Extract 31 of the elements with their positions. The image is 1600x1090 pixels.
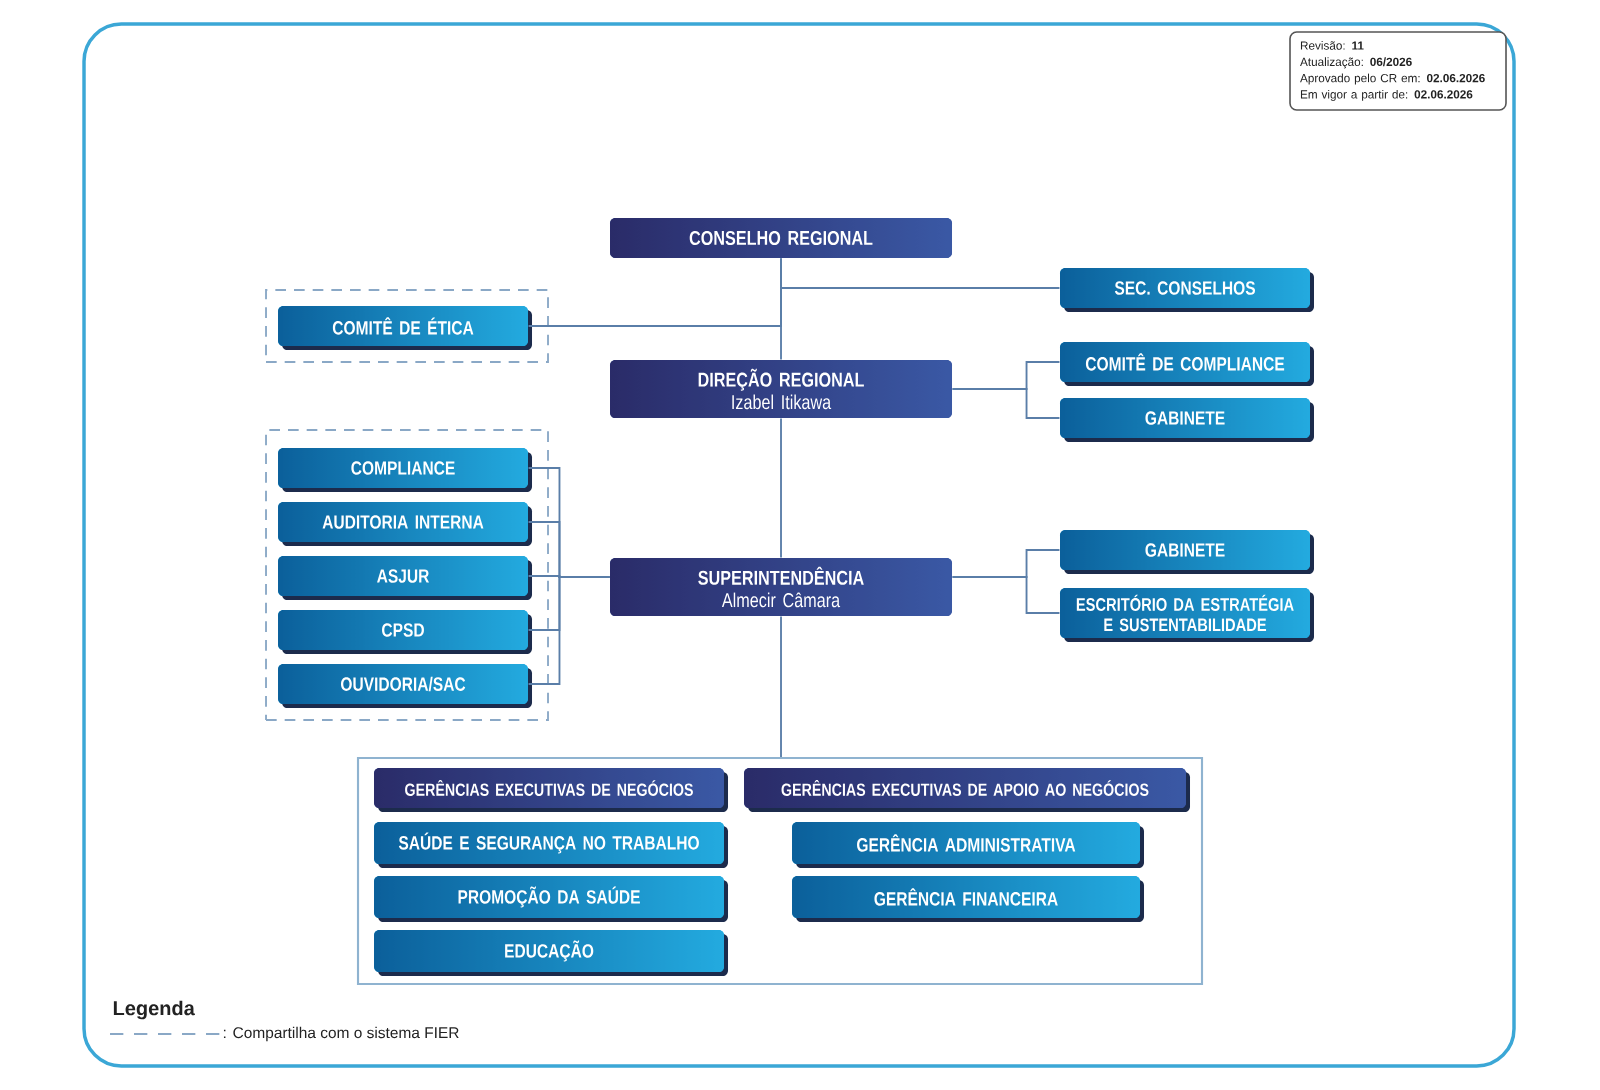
unit-box: SEC. CONSELHOS	[1060, 268, 1314, 312]
unit-box: DIREÇÃO REGIONAL Izabel Itikawa	[610, 360, 952, 418]
unit-box: ASJUR	[278, 556, 532, 600]
dashed-group-box	[265, 289, 549, 363]
unit-box: COMPLIANCE	[278, 448, 532, 492]
unit-box: SAÚDE E SEGURANÇA NO TRABALHO	[374, 822, 728, 868]
connector	[780, 615, 782, 758]
dashed-group-box	[265, 429, 549, 721]
header-box: GERÊNCIAS EXECUTIVAS DE APOIO AO NEGÓCIOS	[744, 768, 1190, 812]
connector	[951, 576, 1061, 614]
group-box	[356, 756, 1204, 986]
unit-box: COMITÊ DE COMPLIANCE	[1060, 342, 1314, 386]
connector	[527, 257, 782, 327]
connector	[780, 417, 782, 559]
unit-box: GERÊNCIA ADMINISTRATIVA	[792, 822, 1144, 868]
legend-title: Legenda	[113, 1000, 195, 1020]
unit-box: PROMOÇÃO DA SAÚDE	[374, 876, 728, 922]
unit-box: GABINETE	[1060, 530, 1314, 574]
unit-box: GABINETE	[1060, 398, 1314, 442]
unit-box: EDUCAÇÃO	[374, 930, 728, 976]
unit-box: OUVIDORIA/SAC	[278, 664, 532, 708]
connector	[951, 388, 1061, 419]
unit-box: CONSELHO REGIONAL	[610, 218, 952, 258]
unit-box: COMITÊ DE ÉTICA	[278, 306, 532, 350]
unit-box: CPSD	[278, 610, 532, 654]
unit-box: SUPERINTENDÊNCIA Almecir Câmara	[610, 558, 952, 616]
unit-box: ESCRITÓRIO DA ESTRATÉGIA E SUSTENTABILIDADE	[1060, 588, 1314, 642]
unit-box: GERÊNCIA FINANCEIRA	[792, 876, 1144, 922]
unit-box: AUDITORIA INTERNA	[278, 502, 532, 546]
connector	[527, 576, 611, 685]
header-box: GERÊNCIAS EXECUTIVAS DE NEGÓCIOS	[374, 768, 728, 812]
